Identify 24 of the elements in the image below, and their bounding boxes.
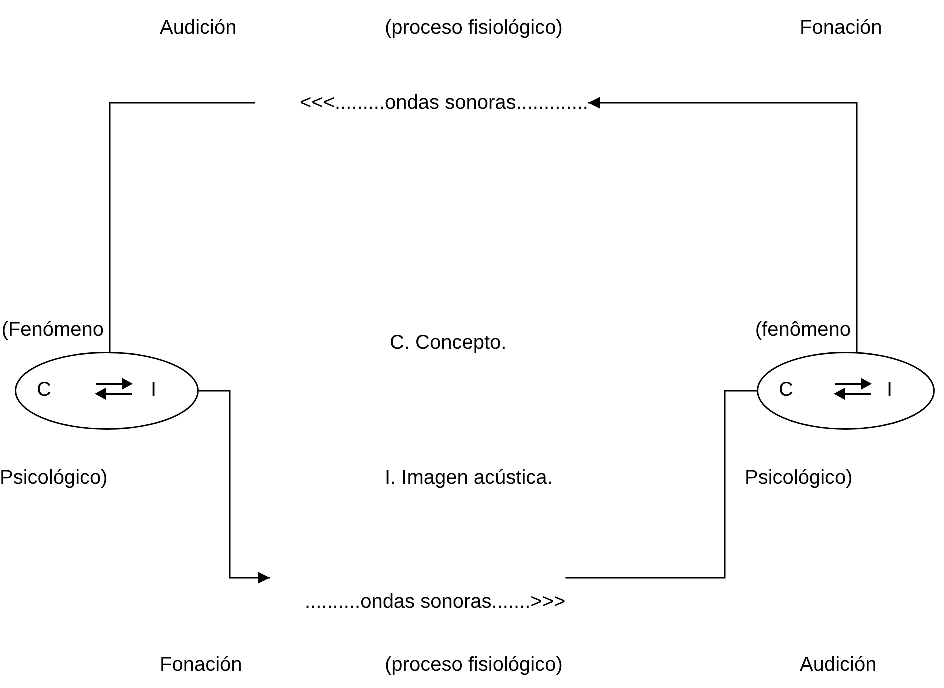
caption-text: C. Concepto. — [390, 331, 507, 355]
caption-text: Fonación — [160, 653, 242, 677]
arrow — [588, 97, 858, 352]
caption-text: Psicológico) — [745, 466, 853, 490]
caption-text: Audición — [160, 16, 237, 40]
connector-line — [109, 102, 255, 352]
arrow — [199, 390, 270, 584]
letter-label: I — [151, 378, 157, 402]
letter-label: C — [37, 378, 52, 402]
letter-label: I — [887, 378, 893, 402]
caption-text: Fonación — [800, 16, 882, 40]
letter-label: C — [779, 378, 794, 402]
caption-text: Psicológico) — [0, 466, 108, 490]
flow-label: ..........ondas sonoras.......>>> — [270, 565, 566, 614]
caption-text: (Fenómeno — [2, 318, 104, 342]
caption-text: I. Imagen acústica. — [385, 466, 553, 490]
ellipse-node — [15, 352, 199, 430]
flow-label: <<<.........ondas sonoras............. — [255, 91, 588, 115]
caption-text: Audición — [800, 653, 877, 677]
caption-text: (proceso fisiológico) — [385, 653, 563, 677]
caption-text: (proceso fisiológico) — [385, 16, 563, 40]
caption-text: (fenômeno — [755, 318, 851, 342]
connector-line — [566, 390, 757, 579]
ellipse-node — [757, 352, 935, 430]
